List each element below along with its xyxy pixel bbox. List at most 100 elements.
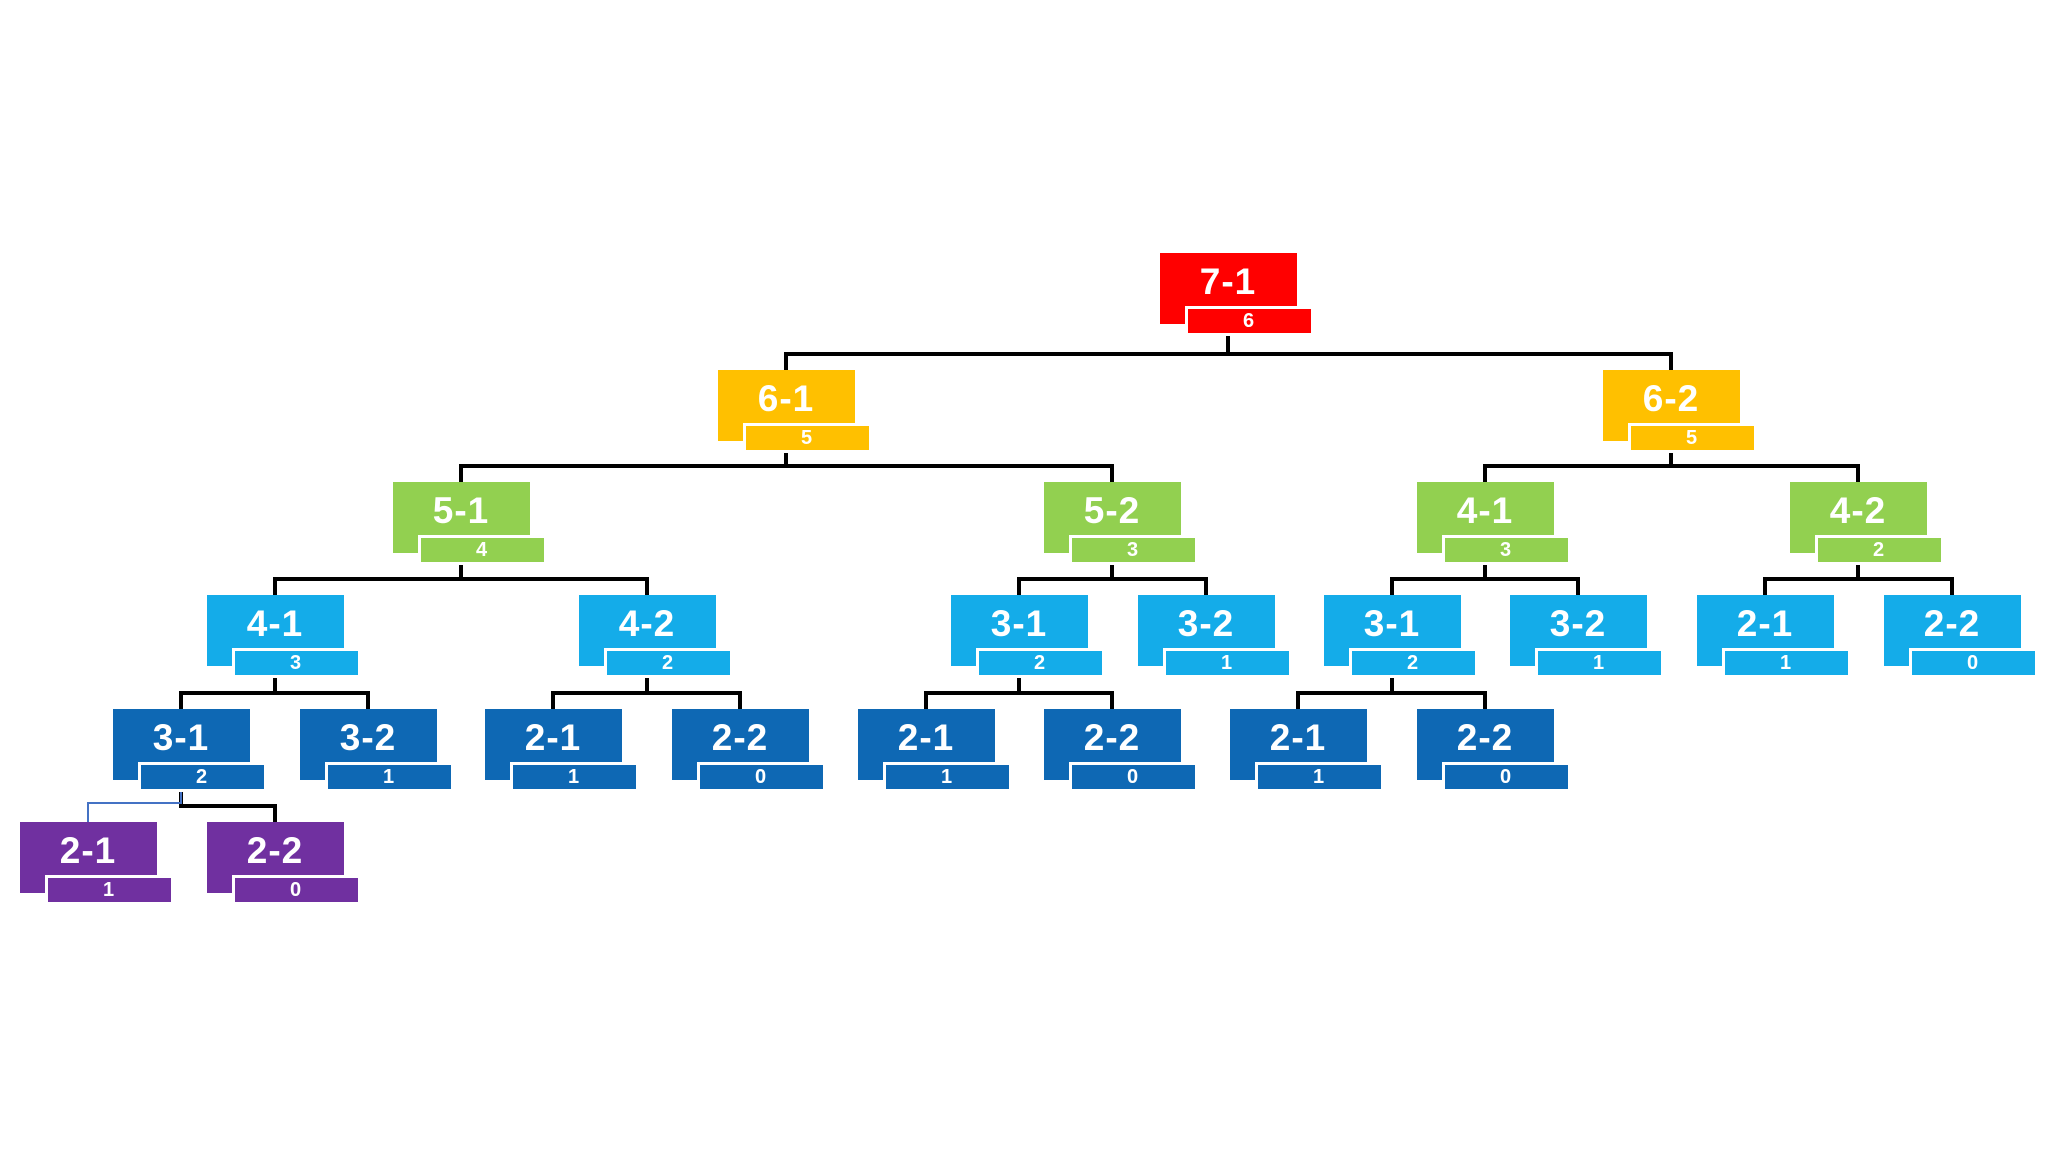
- connector-drop: [1110, 691, 1114, 709]
- node-label: 2-2: [1923, 603, 1981, 644]
- connector-stub: [459, 562, 463, 581]
- connector-stub: [1669, 450, 1673, 468]
- connector-drop: [1390, 577, 1394, 595]
- node-value-badge: 0: [1908, 648, 2038, 678]
- node-value-badge: 1: [1162, 648, 1292, 678]
- node-label: 5-1: [432, 490, 490, 531]
- node-value-badge: 0: [1441, 762, 1571, 792]
- connector-drop: [273, 577, 277, 595]
- connector-stub: [1390, 675, 1394, 695]
- connector-drop: [924, 691, 928, 709]
- node-label: 2-1: [59, 830, 117, 871]
- connector-stub: [273, 675, 277, 695]
- connector-drop: [784, 352, 788, 370]
- node-label: 2-1: [1269, 717, 1327, 758]
- node-label: 3-2: [1177, 603, 1235, 644]
- node-value-badge: 2: [603, 648, 733, 678]
- connector-stub-blue: [180, 789, 182, 804]
- connector-stub: [784, 450, 788, 468]
- connector-drop: [273, 804, 277, 822]
- connector-drop: [1204, 577, 1208, 595]
- node-label: 3-2: [339, 717, 397, 758]
- node-value-badge: 6: [1184, 306, 1314, 336]
- connector-drop: [1576, 577, 1580, 595]
- connector-drop: [1856, 464, 1860, 482]
- node-label: 4-2: [618, 603, 676, 644]
- connector-bus: [179, 691, 370, 695]
- connector-drop: [1669, 352, 1673, 370]
- node-label: 4-1: [246, 603, 304, 644]
- connector-drop: [1483, 464, 1487, 482]
- connector-drop: [738, 691, 742, 709]
- node-value-badge: 1: [1534, 648, 1664, 678]
- node-label: 2-1: [1736, 603, 1794, 644]
- node-label: 2-2: [711, 717, 769, 758]
- node-label: 3-1: [990, 603, 1048, 644]
- connector-bus: [1017, 577, 1208, 581]
- connector-stub: [1017, 675, 1021, 695]
- connector-drop: [179, 691, 183, 709]
- node-label: 6-2: [1642, 378, 1700, 419]
- node-label: 2-1: [897, 717, 955, 758]
- node-label: 2-2: [1456, 717, 1514, 758]
- node-label: 2-1: [524, 717, 582, 758]
- connector-stub: [645, 675, 649, 695]
- connector-bus: [924, 691, 1114, 695]
- node-label: 5-2: [1083, 490, 1141, 531]
- connector-bus: [784, 352, 1673, 356]
- connector-drop: [366, 691, 370, 709]
- node-value-badge: 1: [1721, 648, 1851, 678]
- connector-bus: [459, 464, 1114, 468]
- node-value-badge: 0: [1068, 762, 1198, 792]
- node-value-badge: 1: [1254, 762, 1384, 792]
- node-value-badge: 0: [696, 762, 826, 792]
- node-value-badge: 1: [324, 762, 454, 792]
- node-label: 2-2: [246, 830, 304, 871]
- node-value-badge: 3: [1068, 535, 1198, 565]
- node-label: 4-2: [1829, 490, 1887, 531]
- connector-bus: [273, 577, 649, 581]
- connector-bus: [179, 804, 277, 808]
- connector-bus: [551, 691, 742, 695]
- node-label: 3-1: [1363, 603, 1421, 644]
- connector-drop: [459, 464, 463, 482]
- tree-node: 2-2: [1043, 709, 1181, 780]
- node-value-badge: 5: [742, 423, 872, 453]
- node-label: 7-1: [1199, 261, 1257, 302]
- connector-drop: [551, 691, 555, 709]
- connector-stub: [1483, 562, 1487, 581]
- node-value-badge: 1: [509, 762, 639, 792]
- node-value-badge: 2: [975, 648, 1105, 678]
- node-value-badge: 5: [1627, 423, 1757, 453]
- node-label: 3-2: [1549, 603, 1607, 644]
- connector-drop: [1296, 691, 1300, 709]
- node-value-badge: 2: [137, 762, 267, 792]
- node-value-badge: 0: [231, 875, 361, 905]
- connector-drop: [1483, 691, 1487, 709]
- connector-bus-blue: [87, 802, 182, 804]
- connector-drop: [1017, 577, 1021, 595]
- connector-bus: [1296, 691, 1487, 695]
- connector-drop-blue: [87, 802, 89, 822]
- node-label: 4-1: [1456, 490, 1514, 531]
- node-value-badge: 2: [1348, 648, 1478, 678]
- connector-bus: [1390, 577, 1580, 581]
- node-value-badge: 1: [44, 875, 174, 905]
- connector-stub: [1856, 562, 1860, 581]
- node-value-badge: 4: [417, 535, 547, 565]
- node-label: 2-2: [1083, 717, 1141, 758]
- node-value-badge: 2: [1814, 535, 1944, 565]
- connector-bus: [1483, 464, 1860, 468]
- node-label: 6-1: [757, 378, 815, 419]
- connector-stub: [1110, 562, 1114, 581]
- node-value-badge: 3: [231, 648, 361, 678]
- connector-stub: [1226, 333, 1230, 356]
- connector-drop: [645, 577, 649, 595]
- connector-drop: [1950, 577, 1954, 595]
- connector-bus: [1763, 577, 1954, 581]
- node-value-badge: 3: [1441, 535, 1571, 565]
- node-label: 3-1: [152, 717, 210, 758]
- connector-drop: [1763, 577, 1767, 595]
- connector-drop: [1110, 464, 1114, 482]
